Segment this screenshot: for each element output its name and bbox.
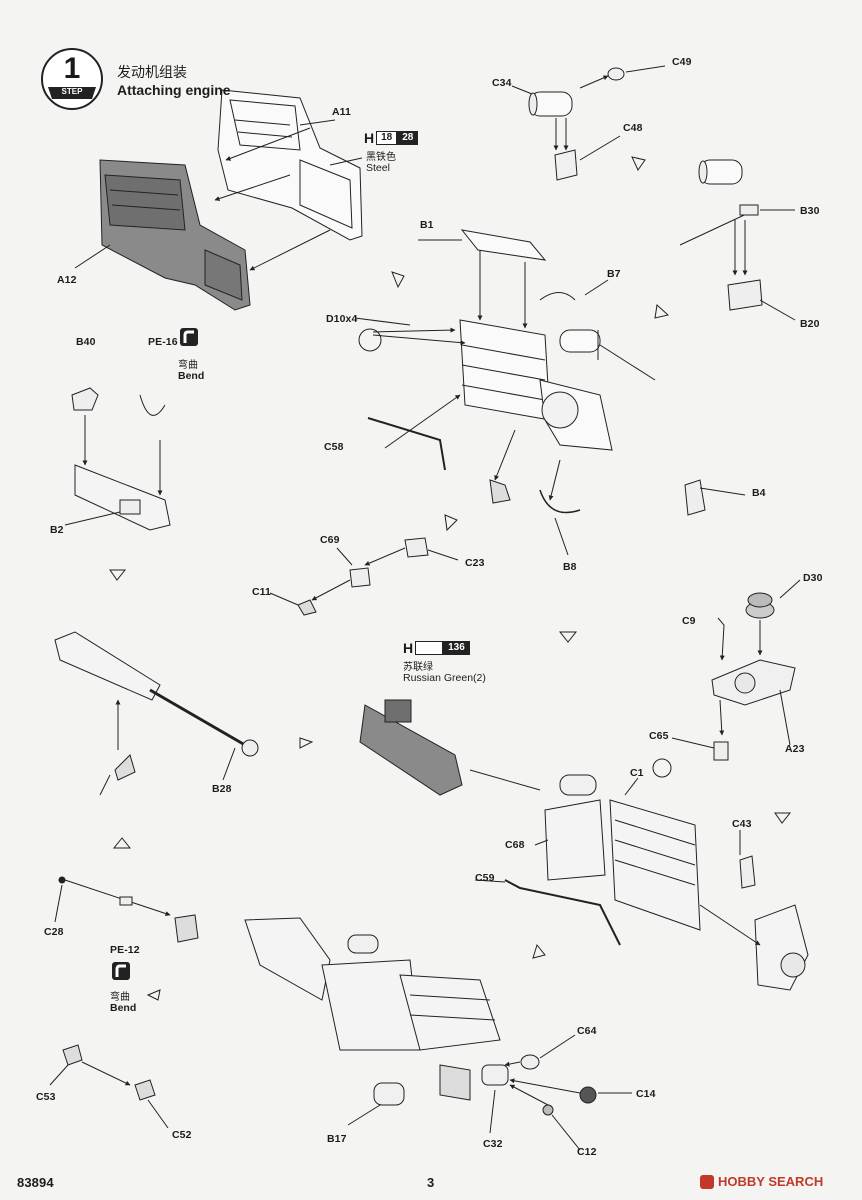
part-label-c52: C52 — [172, 1129, 192, 1141]
part-label-c69: C69 — [320, 534, 340, 546]
engine-block-a12-drawing — [99, 159, 251, 311]
paint-green-en: Russian Green(2) — [403, 672, 486, 684]
part-label-b30: B30 — [800, 205, 820, 217]
bend-2-en: Bend — [110, 1002, 137, 1014]
paint-prefix: H — [403, 640, 414, 656]
product-code: 83894 — [17, 1175, 54, 1190]
part-label-c53: C53 — [36, 1091, 56, 1103]
part-label-c58: C58 — [324, 441, 344, 453]
bend-2-code: PE-12 — [110, 944, 140, 956]
part-label-b28: B28 — [212, 783, 232, 795]
left-lower-parts-drawing — [58, 876, 199, 1101]
bend-1-cn: 弯曲 — [178, 360, 198, 371]
b28-shaft-drawing — [54, 631, 259, 796]
part-label-c9: C9 — [682, 615, 696, 627]
paint-prefix: H — [364, 130, 375, 146]
paint-code-a: 18 — [376, 131, 398, 145]
bend-icon — [183, 330, 194, 343]
part-label-c65: C65 — [649, 730, 669, 742]
bend-2-cn: 弯曲 — [110, 992, 130, 1003]
part-label-c64: C64 — [577, 1025, 597, 1037]
part-label-a11: A11 — [332, 106, 351, 118]
generator-b30-drawing — [679, 159, 763, 311]
bend-icon — [115, 964, 126, 977]
part-label-b2: B2 — [50, 524, 64, 536]
part-label-c1: C1 — [630, 767, 644, 779]
paint-steel-cn: 黑铁色 — [366, 152, 396, 163]
step-badge: 1 STEP — [40, 47, 104, 111]
engine-block-a11-drawing — [217, 89, 363, 241]
part-label-a12: A12 — [57, 274, 77, 286]
paint-steel-en: Steel — [366, 162, 390, 174]
step-label: STEP — [61, 87, 83, 96]
paint-green: H 136 — [403, 640, 470, 656]
part-label-d10x4: D10x4 — [326, 313, 358, 325]
engine-c1-drawing — [359, 699, 809, 991]
c49-drawing — [607, 67, 625, 81]
part-label-b17: B17 — [327, 1133, 347, 1145]
bend-1-en: Bend — [178, 370, 205, 382]
step-title-cn: 发动机组装 — [117, 65, 187, 81]
part-label-c34: C34 — [492, 77, 512, 89]
part-label-c43: C43 — [732, 818, 752, 830]
part-label-c32: C32 — [483, 1138, 503, 1150]
step-title-en: Attaching engine — [117, 82, 231, 98]
bend-2-icon — [112, 962, 130, 980]
final-assembly-drawing — [244, 917, 597, 1116]
part-label-b8: B8 — [563, 561, 577, 573]
starter-c34-drawing — [528, 91, 573, 151]
part-label-d30: D30 — [803, 572, 823, 584]
part-label-b40: B40 — [76, 336, 96, 348]
part-label-c28: C28 — [44, 926, 64, 938]
part-label-c14: C14 — [636, 1088, 656, 1100]
paint-code-a — [415, 641, 444, 655]
watermark-text: HOBBY SEARCH — [718, 1174, 824, 1189]
hobby-search-logo-icon — [700, 1174, 714, 1189]
paint-steel: H 18 28 — [364, 130, 419, 146]
part-label-b20: B20 — [800, 318, 820, 330]
part-label-b7: B7 — [607, 268, 621, 280]
part-label-c48: C48 — [623, 122, 643, 134]
paint-code-b: 136 — [443, 641, 470, 655]
part-label-b4: B4 — [752, 487, 766, 499]
part-label-c59: C59 — [475, 872, 495, 884]
part-label-c11: C11 — [252, 586, 271, 598]
bend-1-code: PE-16 — [148, 336, 178, 348]
c69-linkage-drawing — [269, 537, 459, 616]
c48-drawing — [554, 149, 578, 181]
paint-code-b: 28 — [397, 131, 419, 145]
part-label-c49: C49 — [672, 56, 692, 68]
b2-housing-drawing — [71, 387, 171, 531]
paint-green-cn: 苏联绿 — [403, 662, 433, 673]
part-label-b1: B1 — [420, 219, 434, 231]
bend-1-icon — [180, 328, 198, 346]
step-circle-icon — [41, 48, 103, 110]
part-label-c12: C12 — [577, 1146, 597, 1158]
engine-main-drawing — [367, 229, 706, 516]
fan-d30-drawing — [652, 592, 796, 778]
step-number: 1 — [63, 52, 81, 85]
part-label-a23: A23 — [785, 743, 805, 755]
watermark: HOBBY SEARCH — [700, 1174, 823, 1189]
part-label-c68: C68 — [505, 839, 525, 851]
page-number: 3 — [427, 1175, 435, 1190]
part-label-c23: C23 — [465, 557, 485, 569]
